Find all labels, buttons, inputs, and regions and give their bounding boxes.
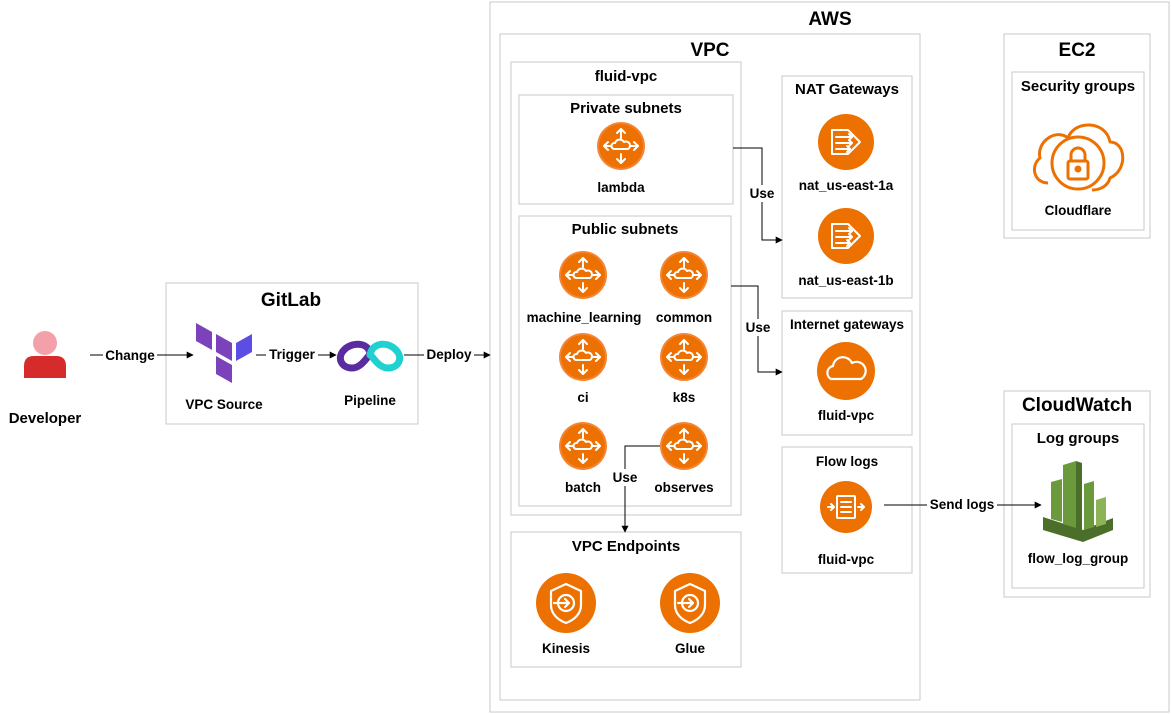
k8s-label: k8s: [673, 390, 696, 405]
observes-label: observes: [654, 480, 713, 495]
internet-gateway-icon: [815, 340, 877, 402]
edge-trigger-label: Trigger: [269, 347, 316, 362]
security-groups-title: Security groups: [1021, 78, 1135, 95]
edge-use-public: Use: [731, 285, 783, 376]
developer-icon: [24, 331, 66, 378]
flow-logs-label: fluid-vpc: [818, 552, 875, 567]
glue-label: Glue: [675, 641, 705, 656]
ec2-title: EC2: [1059, 40, 1096, 61]
developer-node[interactable]: Developer: [9, 331, 82, 427]
vpc-title: VPC: [690, 40, 729, 61]
edge-use-endpoints-label: Use: [613, 470, 638, 485]
edge-use-private: Use: [733, 147, 783, 244]
nat-us-east-1a-label: nat_us-east-1a: [799, 178, 894, 193]
security-group-icon: [1032, 123, 1125, 192]
pipeline-infinity-icon: [336, 340, 404, 372]
vpc-router-icon: [558, 421, 608, 471]
flow-logs-node[interactable]: fluid-vpc: [818, 480, 875, 567]
vpc-endpoint-icon: [658, 571, 722, 635]
gitlab-group: GitLab VPC Source Pipeline: [165, 282, 419, 425]
ci-node[interactable]: ci: [558, 332, 608, 405]
internet-gateway-label: fluid-vpc: [818, 408, 875, 423]
nat-gateways-title: NAT Gateways: [795, 81, 899, 98]
vpc-router-icon: [659, 421, 709, 471]
edge-deploy: Deploy: [404, 346, 491, 363]
pipeline-label: Pipeline: [344, 393, 396, 408]
nat-us-east-1b-label: nat_us-east-1b: [798, 273, 893, 288]
public-subnets-title: Public subnets: [572, 221, 679, 238]
fluid-vpc-title: fluid-vpc: [595, 68, 658, 85]
cloudwatch-logs-icon: [1043, 461, 1113, 542]
vpc-router-icon: [558, 250, 608, 300]
machine-learning-label: machine_learning: [527, 310, 642, 325]
vpc-router-icon: [659, 332, 709, 382]
batch-label: batch: [565, 480, 601, 495]
pipeline-node[interactable]: Pipeline: [336, 340, 404, 408]
common-label: common: [656, 310, 712, 325]
vpc-endpoints-title: VPC Endpoints: [572, 538, 680, 555]
edge-change-label: Change: [105, 348, 155, 363]
k8s-node[interactable]: k8s: [659, 332, 709, 405]
common-node[interactable]: common: [656, 250, 712, 325]
kinesis-label: Kinesis: [542, 641, 590, 656]
flow-log-group-node[interactable]: flow_log_group: [1028, 461, 1129, 566]
kinesis-node[interactable]: Kinesis: [534, 571, 598, 656]
terraform-icon: [196, 323, 252, 383]
vpc-router-icon: [659, 250, 709, 300]
private-subnets-title: Private subnets: [570, 100, 682, 117]
edge-use-private-label: Use: [750, 186, 775, 201]
ci-label: ci: [577, 390, 588, 405]
flow-logs-icon: [819, 480, 873, 534]
lambda-label: lambda: [597, 180, 645, 195]
internet-gateways-title: Internet gateways: [790, 317, 904, 332]
edge-change: Change: [90, 346, 194, 363]
lambda-node[interactable]: lambda: [596, 121, 646, 195]
developer-label: Developer: [9, 410, 82, 427]
batch-node[interactable]: batch: [558, 421, 608, 495]
edge-use-public-label: Use: [746, 320, 771, 335]
observes-node[interactable]: observes: [654, 421, 714, 495]
vpc-router-icon: [596, 121, 646, 171]
machine-learning-node[interactable]: machine_learning: [527, 250, 642, 325]
vpc-source-label: VPC Source: [185, 397, 263, 412]
vpc-router-icon: [558, 332, 608, 382]
cloudwatch-title: CloudWatch: [1022, 395, 1132, 416]
edge-deploy-label: Deploy: [426, 347, 472, 362]
nat-gateway-icon: [817, 207, 875, 265]
aws-title: AWS: [808, 9, 851, 30]
vpc-endpoint-icon: [534, 571, 598, 635]
cloudflare-label: Cloudflare: [1045, 203, 1112, 218]
vpc-source-node[interactable]: VPC Source: [185, 323, 263, 412]
log-groups-title: Log groups: [1037, 430, 1120, 447]
flow-log-group-label: flow_log_group: [1028, 551, 1129, 566]
cloudflare-node[interactable]: Cloudflare: [1032, 123, 1125, 218]
gitlab-title: GitLab: [261, 290, 321, 311]
nat-us-east-1b-node[interactable]: nat_us-east-1b: [798, 207, 894, 288]
nat-us-east-1a-node[interactable]: nat_us-east-1a: [799, 113, 894, 193]
glue-node[interactable]: Glue: [658, 571, 722, 656]
nat-gateway-icon: [817, 113, 875, 171]
edge-send-logs: Send logs: [884, 496, 1042, 513]
edge-use-endpoints: Use: [610, 445, 660, 533]
flow-logs-title: Flow logs: [816, 454, 878, 469]
edge-send-logs-label: Send logs: [930, 497, 995, 512]
internet-gateway-node[interactable]: fluid-vpc: [815, 340, 877, 423]
edge-trigger: Trigger: [256, 346, 337, 363]
